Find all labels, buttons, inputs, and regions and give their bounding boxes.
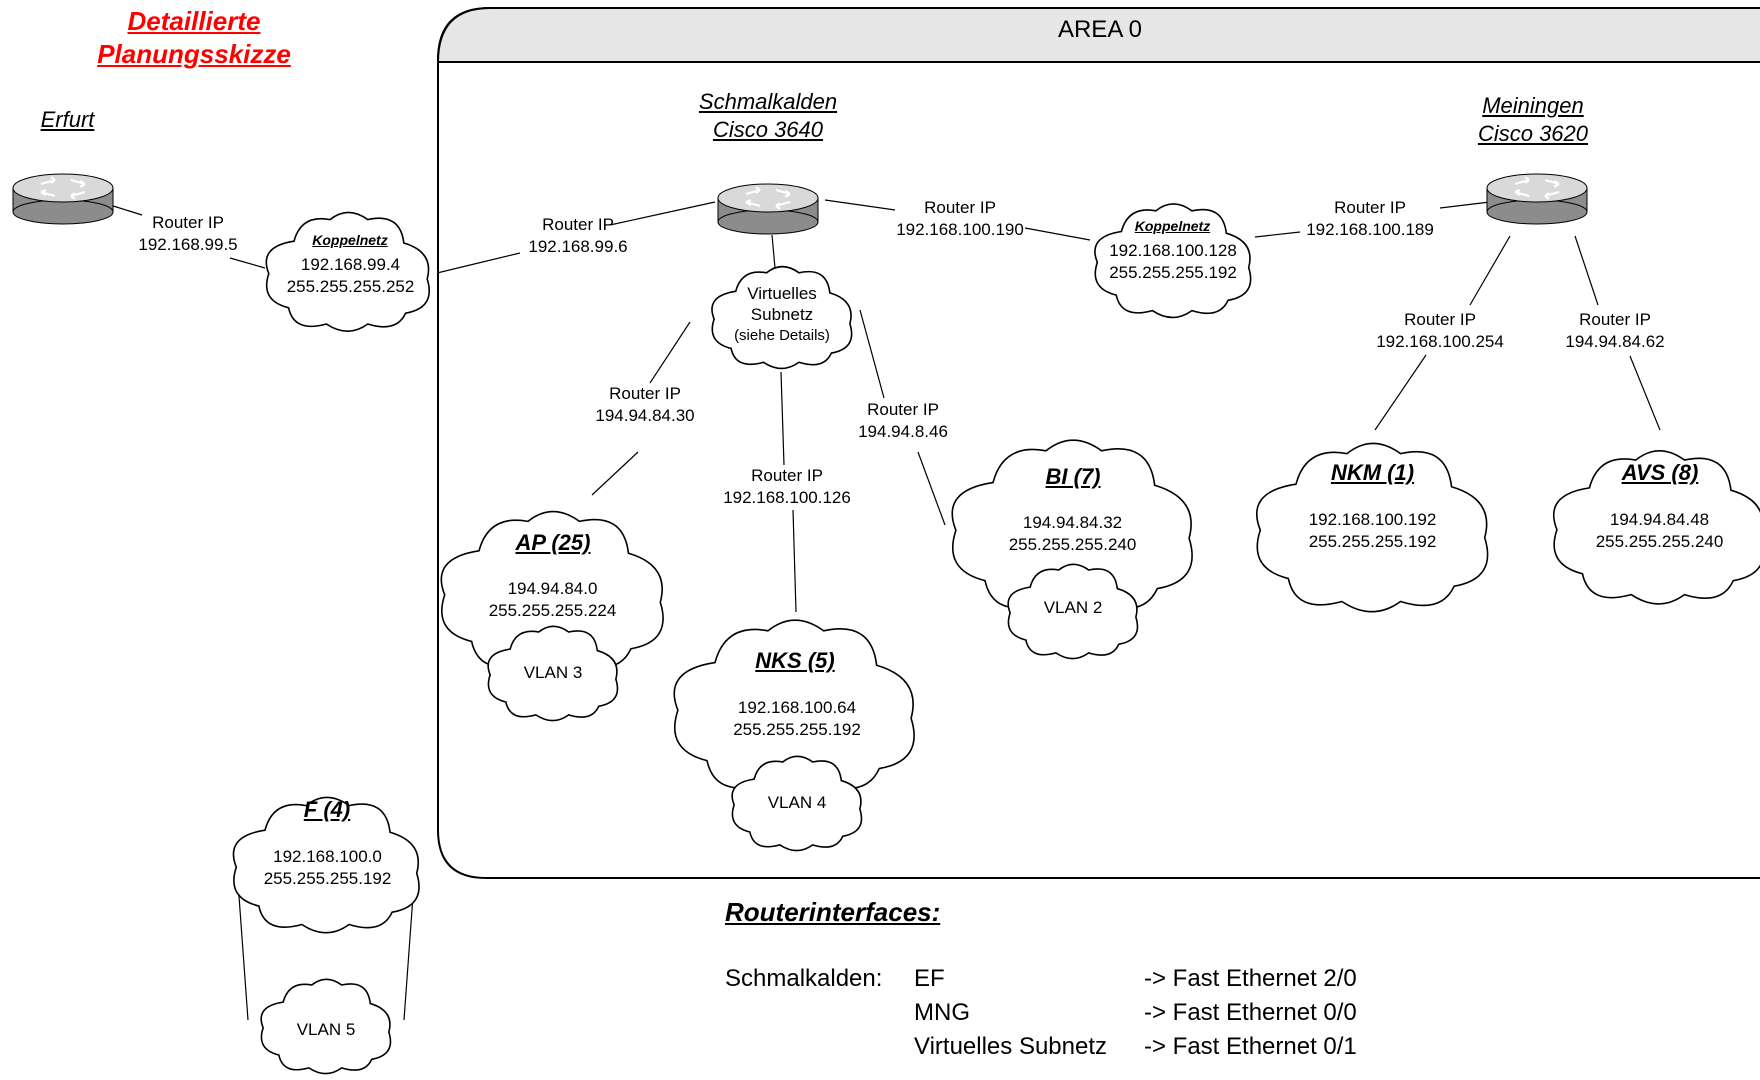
title-line-2: Planungsskizze bbox=[97, 39, 291, 69]
cloud-nks-net: 192.168.100.64 bbox=[737, 698, 857, 717]
cloud-f-mask: 255.255.255.192 bbox=[263, 869, 392, 888]
site-schmalkalden-name: Schmalkalden bbox=[698, 89, 838, 114]
title-line-1: Detaillierte bbox=[127, 6, 261, 36]
cloud-ap-net: 194.94.84.0 bbox=[507, 579, 598, 598]
cloud-bi-net: 194.94.84.32 bbox=[1022, 513, 1123, 532]
virtual-subnet-line3: (siehe Details) bbox=[734, 327, 830, 344]
cloud-f-info: 192.168.100.0 255.255.255.192 bbox=[245, 846, 410, 890]
ri-row-1-iface: EF bbox=[914, 965, 945, 992]
router-ip-bi: Router IP 194.94.8.46 bbox=[828, 399, 978, 443]
router-ip-caption: Router IP bbox=[609, 384, 681, 403]
router-erfurt bbox=[11, 172, 115, 226]
koppelnetz-1-net: 192.168.99.4 bbox=[300, 255, 401, 274]
koppelnetz-2-info: 192.168.100.128 255.255.255.192 bbox=[1088, 240, 1258, 284]
ri-row-2-port: -> Fast Ethernet 0/0 bbox=[1144, 999, 1357, 1026]
koppelnetz-1-mask: 255.255.255.252 bbox=[286, 277, 415, 296]
cloud-ap-mask: 255.255.255.224 bbox=[488, 601, 617, 620]
virtual-subnet-line2: Subnetz bbox=[750, 305, 814, 324]
cloud-vlan2-label: VLAN 2 bbox=[1043, 598, 1103, 617]
cloud-nkm-info: 192.168.100.192 255.255.255.192 bbox=[1290, 509, 1455, 553]
router-ip-caption: Router IP bbox=[924, 198, 996, 217]
cloud-nkm-title: NKM (1) bbox=[1330, 460, 1415, 485]
area-0-header bbox=[438, 8, 1760, 62]
router-ip-value: 192.168.100.254 bbox=[1376, 332, 1504, 351]
router-interfaces-heading: Routerinterfaces: bbox=[725, 897, 941, 927]
router-ip-schmalkalden-west: Router IP 192.168.99.6 bbox=[498, 214, 658, 258]
site-meiningen-model: Cisco 3620 bbox=[1477, 121, 1589, 146]
cloud-nks-title: NKS (5) bbox=[755, 648, 835, 673]
area-label: AREA 0 bbox=[1057, 16, 1143, 43]
cloud-ap-info: 194.94.84.0 255.255.255.224 bbox=[470, 578, 635, 622]
cloud-avs-title: AVS (8) bbox=[1621, 460, 1699, 485]
router-ip-nks: Router IP 192.168.100.126 bbox=[702, 465, 872, 509]
virtual-subnet-line1: Virtuelles bbox=[747, 284, 817, 303]
cloud-ap-title: AP (25) bbox=[515, 530, 591, 555]
cloud-f-title: F (4) bbox=[303, 797, 351, 822]
router-schmalkalden bbox=[716, 182, 820, 236]
cloud-bi-info: 194.94.84.32 255.255.255.240 bbox=[990, 512, 1155, 556]
ri-row-3-iface: Virtuelles Subnetz bbox=[914, 1033, 1108, 1060]
router-ip-value: 192.168.100.190 bbox=[896, 220, 1024, 239]
site-schmalkalden-model: Cisco 3640 bbox=[712, 117, 824, 142]
cloud-nkm-net: 192.168.100.192 bbox=[1308, 510, 1437, 529]
router-ip-value: 192.168.100.126 bbox=[723, 488, 851, 507]
router-ip-caption: Router IP bbox=[1334, 198, 1406, 217]
koppelnetz-2-mask: 255.255.255.192 bbox=[1109, 263, 1237, 282]
virtual-subnet-info: Virtuelles Subnetz (siehe Details) bbox=[712, 283, 852, 346]
router-meiningen bbox=[1485, 172, 1589, 226]
cloud-avs-info: 194.94.84.48 255.255.255.240 bbox=[1577, 509, 1742, 553]
ri-row-3-port: -> Fast Ethernet 0/1 bbox=[1144, 1033, 1357, 1060]
site-meiningen: Meiningen Cisco 3620 bbox=[1433, 92, 1633, 148]
cloud-nkm-mask: 255.255.255.192 bbox=[1308, 532, 1437, 551]
site-schmalkalden: Schmalkalden Cisco 3640 bbox=[668, 88, 868, 144]
router-ip-schmalkalden-east: Router IP 192.168.100.190 bbox=[875, 197, 1045, 241]
koppelnetz-1-info: 192.168.99.4 255.255.255.252 bbox=[268, 254, 433, 298]
cloud-nks-mask: 255.255.255.192 bbox=[733, 720, 861, 739]
cloud-vlan4-label: VLAN 4 bbox=[767, 793, 827, 812]
router-ip-value: 194.94.84.30 bbox=[595, 406, 695, 425]
cloud-vlan5-label: VLAN 5 bbox=[296, 1020, 356, 1039]
site-erfurt: Erfurt bbox=[40, 107, 95, 132]
cloud-nks-info: 192.168.100.64 255.255.255.192 bbox=[712, 697, 882, 741]
koppelnetz-2-net: 192.168.100.128 bbox=[1109, 241, 1237, 260]
router-ip-value: 194.94.84.62 bbox=[1565, 332, 1665, 351]
koppelnetz-2-label: Koppelnetz bbox=[1134, 218, 1211, 234]
site-meiningen-name: Meiningen bbox=[1482, 93, 1584, 118]
cloud-bi-title: BI (7) bbox=[1045, 464, 1101, 489]
cloud-f-net: 192.168.100.0 bbox=[273, 847, 382, 866]
router-ip-erfurt: Router IP 192.168.99.5 bbox=[108, 212, 268, 256]
router-ip-caption: Router IP bbox=[1579, 310, 1651, 329]
router-ip-ap: Router IP 194.94.84.30 bbox=[570, 383, 720, 427]
cloud-bi-mask: 255.255.255.240 bbox=[1008, 535, 1137, 554]
router-ip-caption: Router IP bbox=[152, 213, 224, 232]
router-ip-caption: Router IP bbox=[867, 400, 939, 419]
router-ip-caption: Router IP bbox=[751, 466, 823, 485]
router-ip-caption: Router IP bbox=[1404, 310, 1476, 329]
koppelnetz-1-label: Koppelnetz bbox=[312, 232, 388, 248]
router-ip-nkm: Router IP 192.168.100.254 bbox=[1355, 309, 1525, 353]
ri-row-2-iface: MNG bbox=[914, 999, 970, 1026]
router-interfaces-site: Schmalkalden: bbox=[725, 965, 883, 992]
cloud-vlan3-label: VLAN 3 bbox=[523, 663, 583, 682]
router-ip-value: 192.168.100.189 bbox=[1306, 220, 1434, 239]
ri-row-1-port: -> Fast Ethernet 2/0 bbox=[1144, 965, 1357, 992]
diagram-title: Detaillierte Planungsskizze bbox=[64, 5, 324, 71]
router-ip-value: 192.168.99.6 bbox=[528, 237, 628, 256]
router-ip-caption: Router IP bbox=[542, 215, 614, 234]
connection-lines bbox=[109, 199, 1661, 1021]
router-ip-value: 194.94.8.46 bbox=[858, 422, 948, 441]
cloud-avs-mask: 255.255.255.240 bbox=[1595, 532, 1724, 551]
router-ip-meiningen-west: Router IP 192.168.100.189 bbox=[1285, 197, 1455, 241]
router-ip-value: 192.168.99.5 bbox=[138, 235, 238, 254]
cloud-avs-net: 194.94.84.48 bbox=[1609, 510, 1710, 529]
router-ip-avs: Router IP 194.94.84.62 bbox=[1540, 309, 1690, 353]
